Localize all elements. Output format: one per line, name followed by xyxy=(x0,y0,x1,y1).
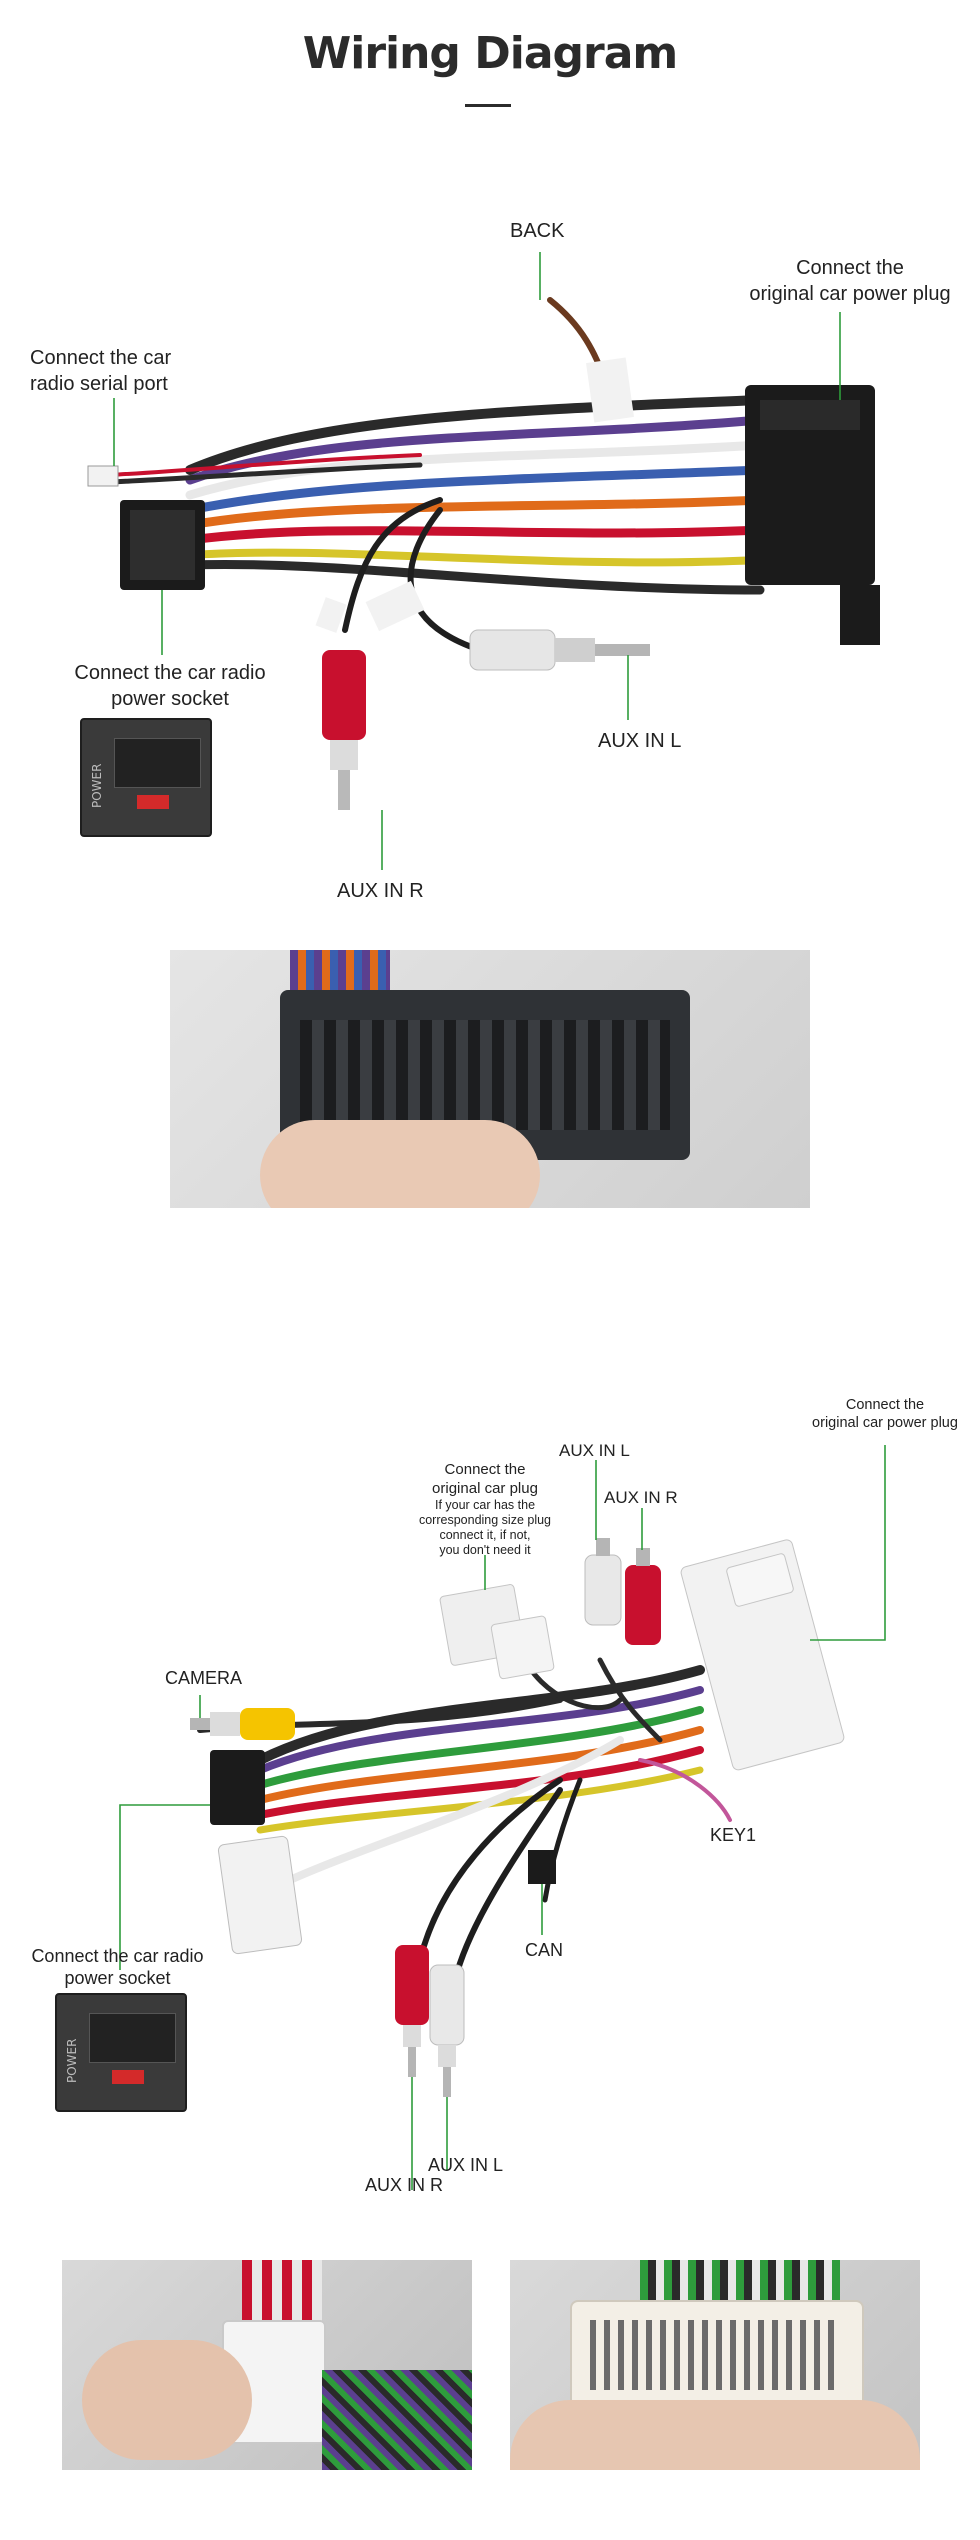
photo-hand xyxy=(260,1120,540,1208)
label-note-line: If your car has the xyxy=(434,1498,536,1512)
label-car-plug-2: Connect the original car plug If your ca… xyxy=(400,1460,570,1558)
wire-bundle-1 xyxy=(107,297,765,653)
label-back: BACK xyxy=(510,220,565,242)
photo-connector-3 xyxy=(510,2260,920,2470)
power-socket-closeup-2: POWER xyxy=(55,1993,187,2112)
label-power-socket-2: Connect the car radio power socket xyxy=(10,1945,225,1989)
title-underline xyxy=(465,104,511,107)
radio-power-connector-2 xyxy=(210,1750,265,1825)
car-plug-2 xyxy=(439,1584,555,1680)
rca-top-white xyxy=(584,1538,622,1626)
label-aux-in-r-1: AUX IN R xyxy=(337,880,424,902)
rca-top-red xyxy=(625,1548,661,1645)
radio-power-connector xyxy=(120,500,205,590)
label-line: Connect the car radio xyxy=(74,662,266,684)
socket-power-text: POWER xyxy=(65,2038,79,2083)
label-line: radio serial port xyxy=(30,373,168,395)
page-title: Wiring Diagram xyxy=(302,28,679,79)
rca-bottom-red xyxy=(395,1945,429,2077)
label-line: power socket xyxy=(64,1968,171,1988)
label-line: power socket xyxy=(111,688,229,710)
socket-pins xyxy=(114,738,201,788)
photo-hand xyxy=(82,2340,252,2460)
label-power-socket-1: Connect the car radio power socket xyxy=(40,660,300,712)
socket-power-text: POWER xyxy=(90,763,104,808)
wire-tag xyxy=(315,597,347,633)
wire-bundle-2 xyxy=(197,1647,732,1983)
label-camera: CAMERA xyxy=(165,1668,243,1688)
socket-fuse xyxy=(112,2070,144,2084)
rca-yellow-camera xyxy=(190,1708,295,1740)
rca-bottom-white xyxy=(429,1964,465,2097)
car-power-plug-2 xyxy=(680,1539,845,1771)
serial-port-connector xyxy=(87,465,119,487)
can-connector xyxy=(528,1850,556,1884)
white-comb-connector xyxy=(217,1835,303,1955)
label-line: Connect the car xyxy=(30,347,172,369)
label-line: Connect the xyxy=(796,257,904,279)
socket-pins xyxy=(89,2013,176,2063)
label-line: Connect the xyxy=(444,1461,526,1478)
photo-connector-2 xyxy=(62,2260,472,2470)
photo-hands xyxy=(510,2400,920,2470)
rca-white-aux-l xyxy=(469,629,650,671)
label-aux-in-r-2: AUX IN R xyxy=(604,1488,678,1507)
leader-lines-1 xyxy=(113,252,841,870)
label-line: original car power plug xyxy=(749,283,951,305)
label-serial-port: Connect the car radio serial port xyxy=(30,345,171,397)
label-power-plug-2: Connect the original car power plug xyxy=(780,1396,980,1432)
label-line: Connect the car radio xyxy=(31,1946,204,1966)
label-aux-in-l-1: AUX IN L xyxy=(598,730,682,752)
label-aux-in-r-bottom: AUX IN R xyxy=(365,2175,444,2195)
power-socket-closeup-1: POWER xyxy=(80,718,212,837)
wire-tag xyxy=(586,357,634,423)
label-line: original car plug xyxy=(432,1480,538,1497)
label-line: original car power plug xyxy=(812,1415,958,1431)
label-key1: KEY1 xyxy=(710,1825,757,1845)
car-power-plug xyxy=(745,385,880,645)
label-can: CAN xyxy=(525,1940,564,1960)
label-line: Connect the xyxy=(845,1397,925,1413)
photo-plug-pins xyxy=(300,1020,670,1130)
label-power-plug-1: Connect the original car power plug xyxy=(700,255,980,307)
photo-connector-1 xyxy=(170,950,810,1208)
label-aux-in-l-bottom: AUX IN L xyxy=(428,2155,504,2175)
photo-wires-bottom xyxy=(322,2370,472,2470)
label-note-line: you don't need it xyxy=(439,1543,531,1557)
photo-plug-pins xyxy=(590,2320,840,2390)
rca-red-aux-r xyxy=(322,650,366,810)
wire-tag xyxy=(365,580,425,632)
label-aux-in-l-2: AUX IN L xyxy=(559,1441,630,1460)
label-note-line: connect it, if not, xyxy=(439,1528,531,1542)
socket-fuse xyxy=(137,795,169,809)
harness-diagram-1 xyxy=(87,252,880,870)
label-note-line: corresponding size plug xyxy=(418,1513,552,1527)
photo-wires xyxy=(640,2260,840,2300)
